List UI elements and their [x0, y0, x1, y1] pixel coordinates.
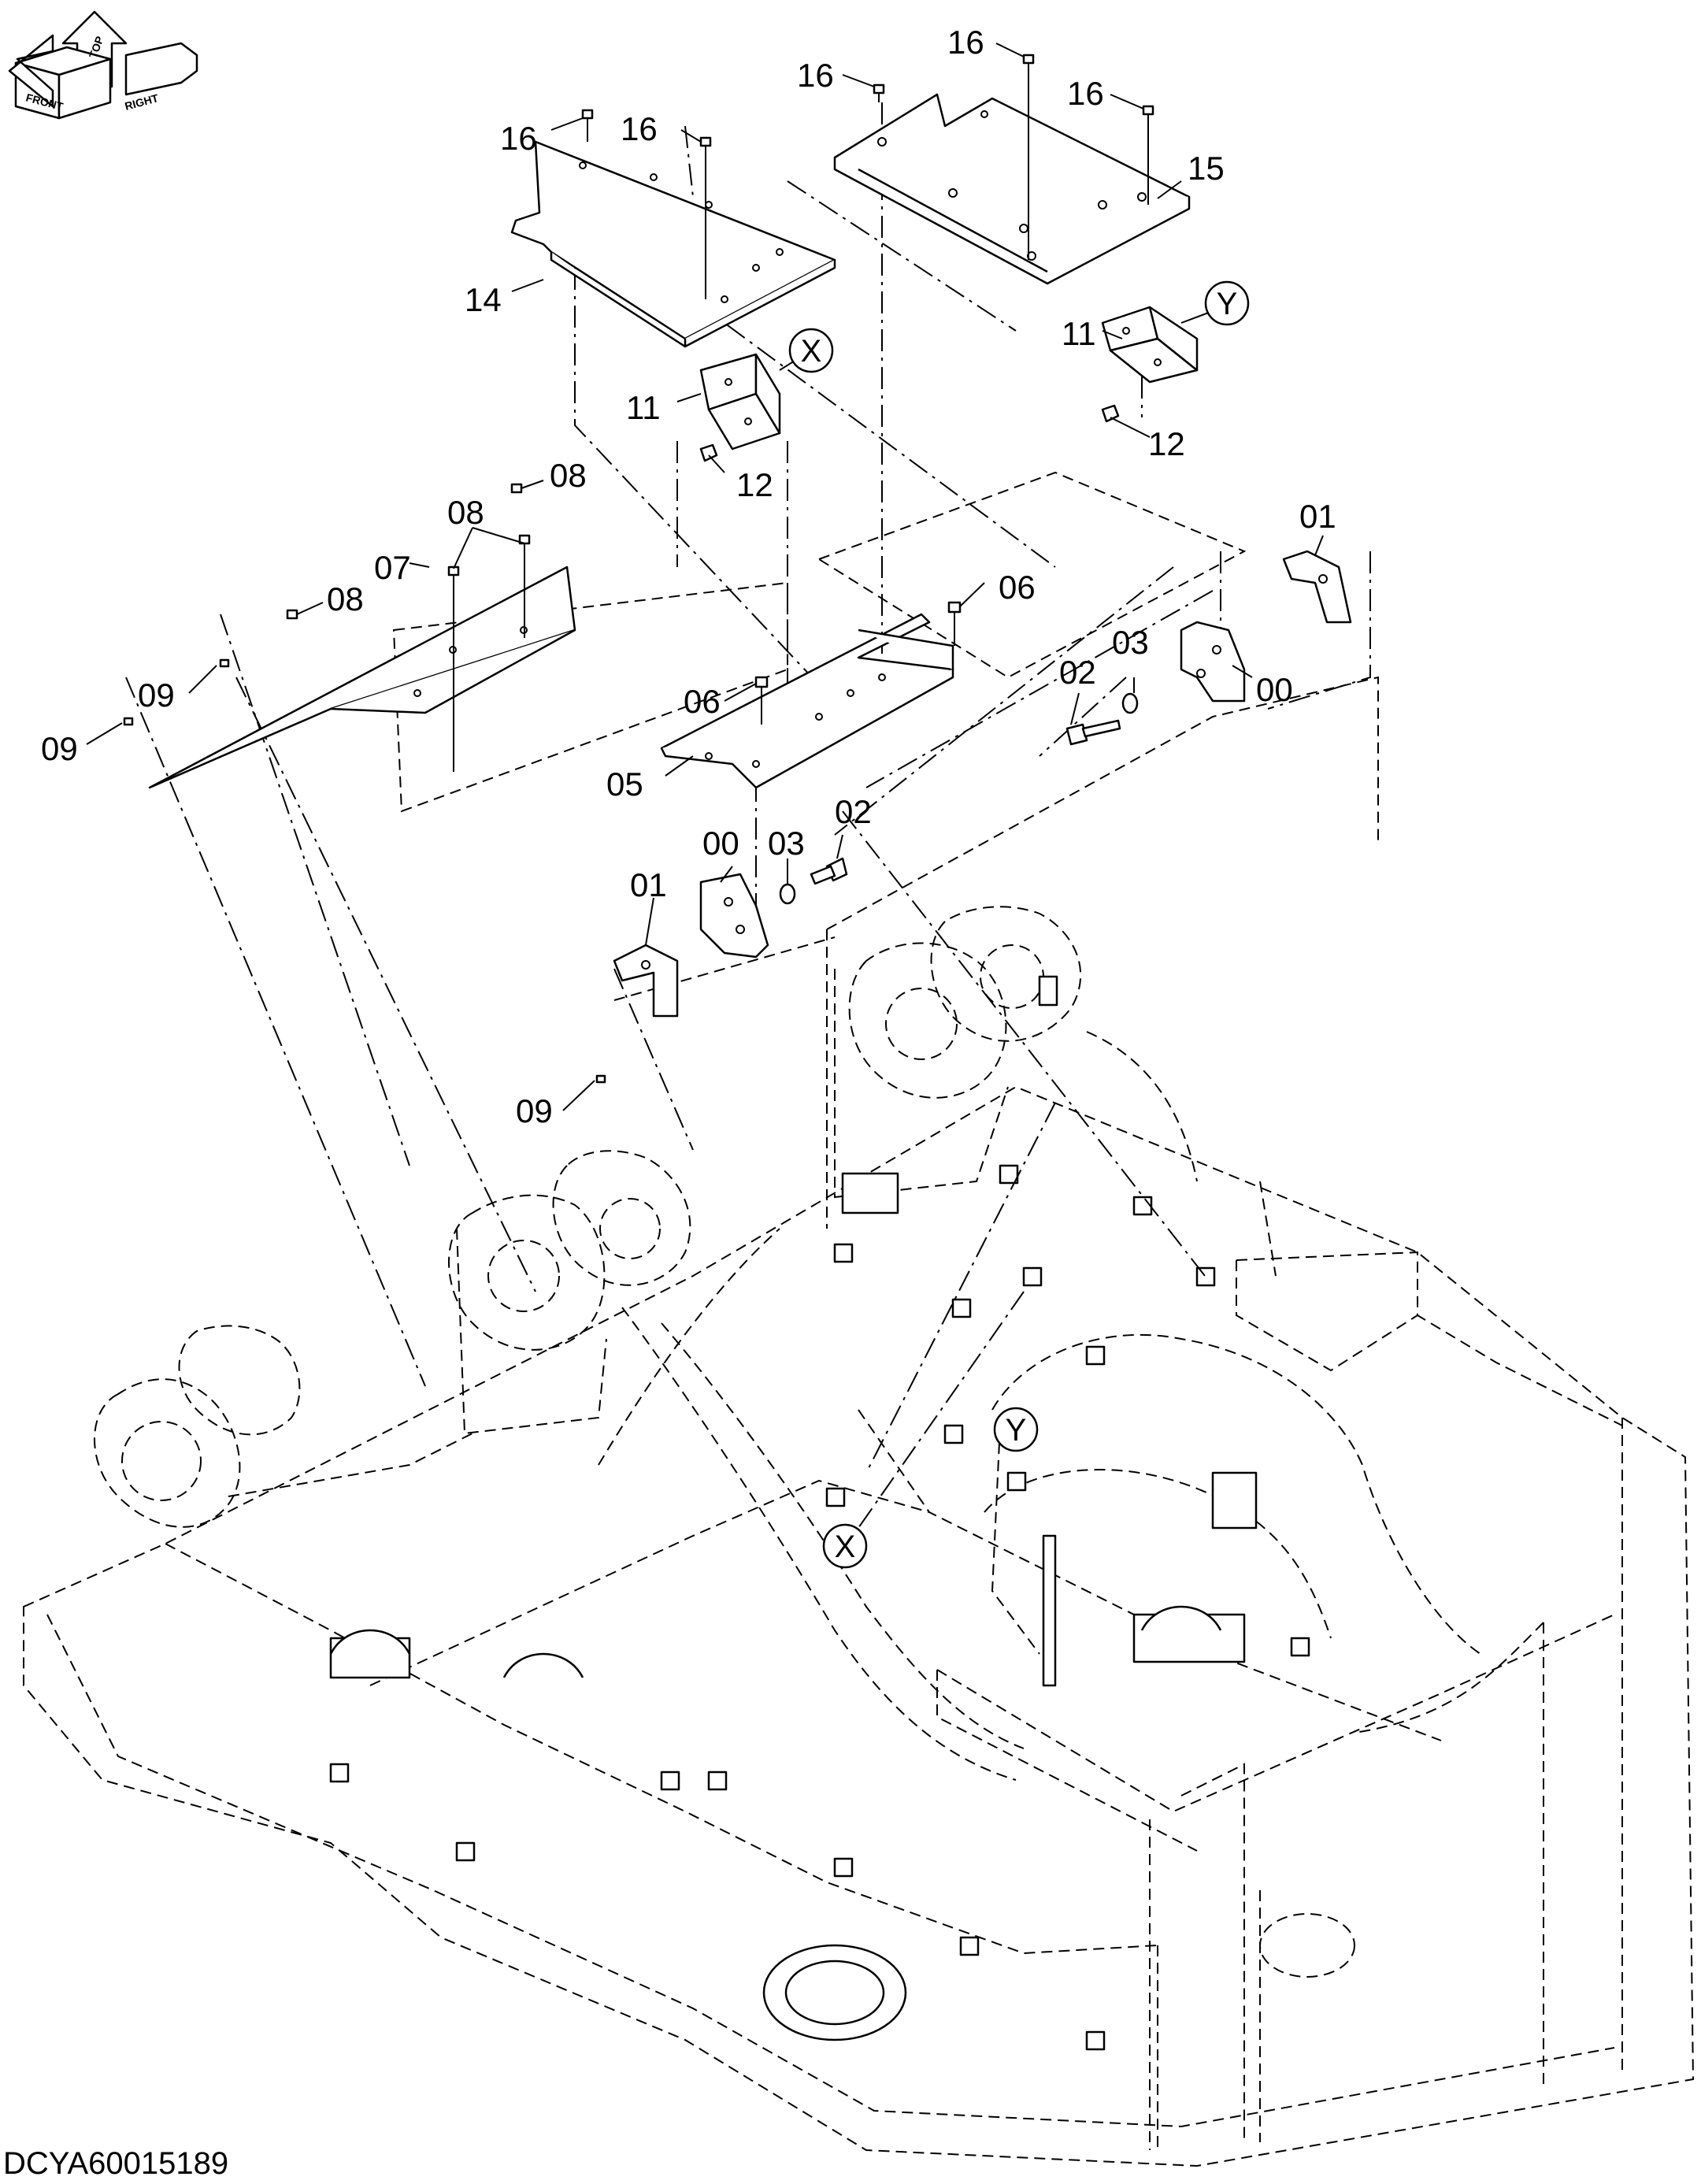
callout-08-a: 08 [550, 457, 587, 494]
part-16-bolts [581, 54, 1154, 299]
callout-01-a: 01 [1299, 498, 1336, 535]
revolving-frame [23, 906, 1695, 2167]
callout-16-c: 16 [797, 57, 834, 94]
projection-lines [125, 102, 1379, 1529]
callout-08-c: 08 [327, 580, 364, 617]
part-05-mount-plate [660, 613, 954, 789]
callout-00-a: 00 [1256, 671, 1293, 708]
part-06-bolts [754, 601, 962, 725]
callout-14: 14 [465, 281, 502, 318]
reference-mark-y-top: Y [1204, 280, 1250, 326]
callout-09-a: 09 [138, 677, 175, 714]
callout-06-a: 06 [999, 569, 1036, 606]
callout-03-b: 03 [768, 825, 805, 862]
reference-mark-y-frame: Y [993, 1407, 1039, 1452]
svg-text:Y: Y [1217, 287, 1238, 321]
part-15-cover-plate [833, 93, 1191, 285]
callout-11-a: 11 [626, 389, 661, 426]
callout-09-b: 09 [41, 730, 78, 767]
part-09-screws [123, 658, 606, 1084]
callout-01-b: 01 [630, 866, 667, 903]
part-01-bracket-left [613, 944, 679, 1018]
part-11-bracket-y [1101, 306, 1199, 384]
callout-06-b: 06 [684, 683, 721, 720]
part-08-screws [286, 483, 531, 772]
callout-07: 07 [374, 549, 411, 586]
part-12-nuts [699, 404, 1120, 462]
part-01-bracket-right [1282, 550, 1352, 624]
callout-12-a: 12 [736, 466, 773, 503]
part-00-bracket-right [1180, 621, 1246, 703]
callout-16-a: 16 [500, 120, 537, 157]
svg-text:Y: Y [1006, 1413, 1027, 1448]
callout-02-b: 02 [835, 793, 872, 830]
part-11-bracket-x [699, 353, 781, 451]
callout-15: 15 [1188, 150, 1225, 187]
reference-marks: X Y Y X [788, 280, 1250, 1569]
part-02-bolts [810, 719, 1121, 885]
callout-03-a: 03 [1112, 624, 1149, 661]
svg-text:X: X [835, 1530, 856, 1564]
orientation-cube-icon: TOP FRONT RIGHT [8, 10, 198, 120]
callout-16-e: 16 [1067, 75, 1104, 112]
reference-mark-x-top: X [788, 328, 834, 373]
document-code: DCYA60015189 [3, 2146, 228, 2181]
callout-12-b: 12 [1148, 425, 1185, 462]
callout-02-a: 02 [1059, 654, 1096, 691]
part-14-cover-plate [510, 140, 836, 348]
part-03-washers [779, 692, 1139, 905]
callout-11-b: 11 [1062, 315, 1096, 352]
svg-text:X: X [801, 334, 822, 369]
reference-mark-x-frame: X [822, 1523, 868, 1569]
callout-05: 05 [606, 766, 643, 803]
callout-09-c: 09 [516, 1092, 553, 1129]
callout-16-b: 16 [621, 110, 658, 147]
callout-numbers: 16 16 16 16 16 15 14 11 11 12 12 08 08 0… [41, 24, 1336, 1129]
part-00-bracket-left [699, 873, 769, 959]
callout-16-d: 16 [947, 24, 984, 61]
callout-08-b: 08 [447, 494, 484, 531]
callout-00-b: 00 [702, 825, 739, 862]
